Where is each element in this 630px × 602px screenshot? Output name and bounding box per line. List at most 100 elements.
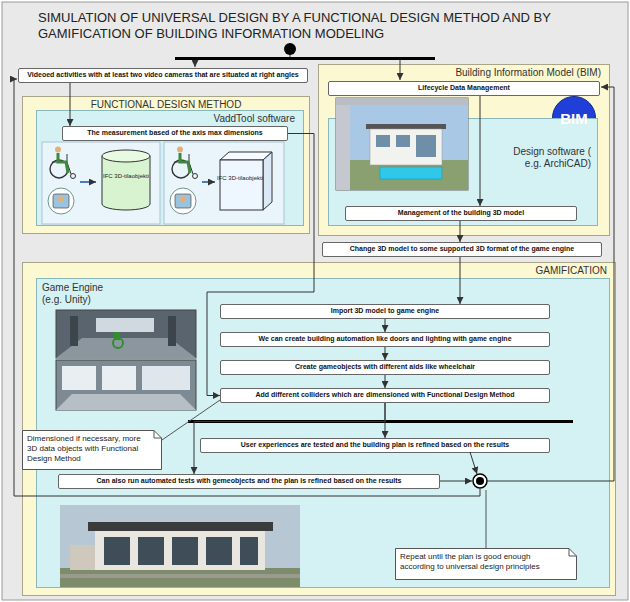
vaddtool-illustration xyxy=(102,150,150,162)
house-render xyxy=(88,522,273,531)
archicad-screenshot xyxy=(416,135,436,157)
object-label: IFC 3D-tilaobjekti xyxy=(216,175,264,182)
archicad-screenshot xyxy=(370,129,442,165)
note-fold xyxy=(569,549,577,557)
house-render xyxy=(60,505,300,587)
box-text: Import 3D model to game engine xyxy=(225,307,545,315)
region-heading: VaddTool software xyxy=(37,111,303,127)
process-box: Change 3D model to some supported 3D for… xyxy=(322,242,602,257)
note-box: Dimensioned if necessary, more 3D data o… xyxy=(22,430,162,470)
vaddtool-illustration xyxy=(170,188,196,214)
box-text: Change 3D model to some supported 3D for… xyxy=(327,245,597,253)
box-text: Add different colliders which are dimens… xyxy=(225,391,545,399)
connector xyxy=(385,375,386,388)
box-text: Management of the building 3D model xyxy=(350,209,572,217)
flow-line xyxy=(400,60,401,80)
region-heading: Building Information Model (BIM) xyxy=(319,65,609,81)
note-box: Repeat until the plan is good enough acc… xyxy=(395,548,577,580)
fork-bar xyxy=(175,57,435,60)
process-box: Videoed activities with at least two vid… xyxy=(18,68,308,83)
vaddtool-illustration xyxy=(42,142,284,224)
house-render xyxy=(172,537,198,565)
house-render xyxy=(95,531,265,570)
box-text: Videoed activities with at least two vid… xyxy=(23,71,303,79)
unity-screenshot xyxy=(56,310,196,410)
unity-screenshot xyxy=(56,310,196,358)
house-render xyxy=(104,537,130,565)
process-box: Management of the building 3D model xyxy=(345,206,577,221)
archicad-screenshot xyxy=(380,167,442,179)
label-holder: IFC 3D-tilaobjekti xyxy=(216,175,264,182)
label-holder: IFC 3D-tilaobjekti xyxy=(101,173,151,180)
box-text: Create gameobjects with different aids l… xyxy=(225,363,545,371)
archicad-screenshot xyxy=(376,135,390,147)
start-node xyxy=(284,43,296,55)
unity-screenshot xyxy=(56,394,196,410)
house-render xyxy=(138,537,164,565)
connector xyxy=(194,403,385,474)
vaddtool-illustration xyxy=(172,147,198,179)
box-text: Can also run automated tests with gemeob… xyxy=(63,477,435,485)
vaddtool-illustration xyxy=(80,181,96,183)
region-heading: Game Engine (e.g. Unity) xyxy=(37,279,127,309)
unity-screenshot xyxy=(56,360,196,410)
archicad-screenshot xyxy=(336,98,468,190)
process-box: User experiences are tested and the buil… xyxy=(200,438,550,453)
connector xyxy=(460,221,461,242)
unity-screenshot xyxy=(168,316,176,346)
house-render xyxy=(60,568,300,587)
vaddtool-illustration xyxy=(263,152,272,210)
connector xyxy=(385,347,386,360)
end-node xyxy=(473,474,487,488)
vaddtool-illustration xyxy=(48,188,74,214)
vaddtool-illustration xyxy=(202,181,215,183)
archicad-screenshot xyxy=(336,105,350,190)
end-node xyxy=(473,474,487,488)
region-heading: Design software ( e.g. ArchiCAD) xyxy=(496,146,591,170)
unity-screenshot xyxy=(114,332,120,340)
connector xyxy=(207,134,314,396)
vaddtool-illustration xyxy=(102,156,150,210)
title-holder: SIMULATION OF UNIVERSAL DESIGN BY A FUNC… xyxy=(38,10,610,42)
object-label: IFC 3D-tilaobjekti xyxy=(101,173,151,180)
connector xyxy=(162,400,220,440)
process-box: Lifecycle Data Management xyxy=(328,81,600,96)
process-box: Can also run automated tests with gemeob… xyxy=(58,474,440,489)
box-text: Lifecycle Data Management xyxy=(333,84,595,92)
vaddtool-illustration xyxy=(220,160,263,210)
connector xyxy=(480,96,481,206)
process-box: Add different colliders which are dimens… xyxy=(220,388,550,403)
vaddtool-illustration xyxy=(164,142,284,224)
diagram-title: SIMULATION OF UNIVERSAL DESIGN BY A FUNC… xyxy=(38,10,610,42)
note-text: Dimensioned if necessary, more 3D data o… xyxy=(27,434,151,464)
flow-line xyxy=(487,87,614,481)
note-outline xyxy=(23,431,162,470)
end-node xyxy=(476,477,484,485)
archicad-screenshot xyxy=(396,135,410,147)
unity-screenshot xyxy=(70,316,78,346)
archicad-screenshot xyxy=(366,124,446,129)
connector xyxy=(70,83,71,126)
note-fold xyxy=(154,431,162,439)
flow-line xyxy=(440,481,472,482)
process-box: We can create building automation like d… xyxy=(220,332,550,347)
badge-text: BIM xyxy=(560,111,588,126)
vaddtool-illustration xyxy=(42,142,160,224)
house-render xyxy=(206,537,232,565)
unity-screenshot xyxy=(62,366,96,390)
flow-line xyxy=(14,79,480,496)
house-render xyxy=(60,505,300,587)
flow-line xyxy=(470,452,477,474)
flow-line xyxy=(14,55,614,496)
fork-bar xyxy=(175,57,435,60)
box-text: User experiences are tested and the buil… xyxy=(205,441,545,449)
note-leader xyxy=(486,490,487,548)
flow-line xyxy=(290,55,291,57)
process-box: The measurement based of the axis max di… xyxy=(62,126,288,141)
process-box: Import 3D model to game engine xyxy=(220,304,550,319)
archicad-screenshot xyxy=(336,98,468,190)
region-heading: GAMIFICATION xyxy=(23,263,615,279)
